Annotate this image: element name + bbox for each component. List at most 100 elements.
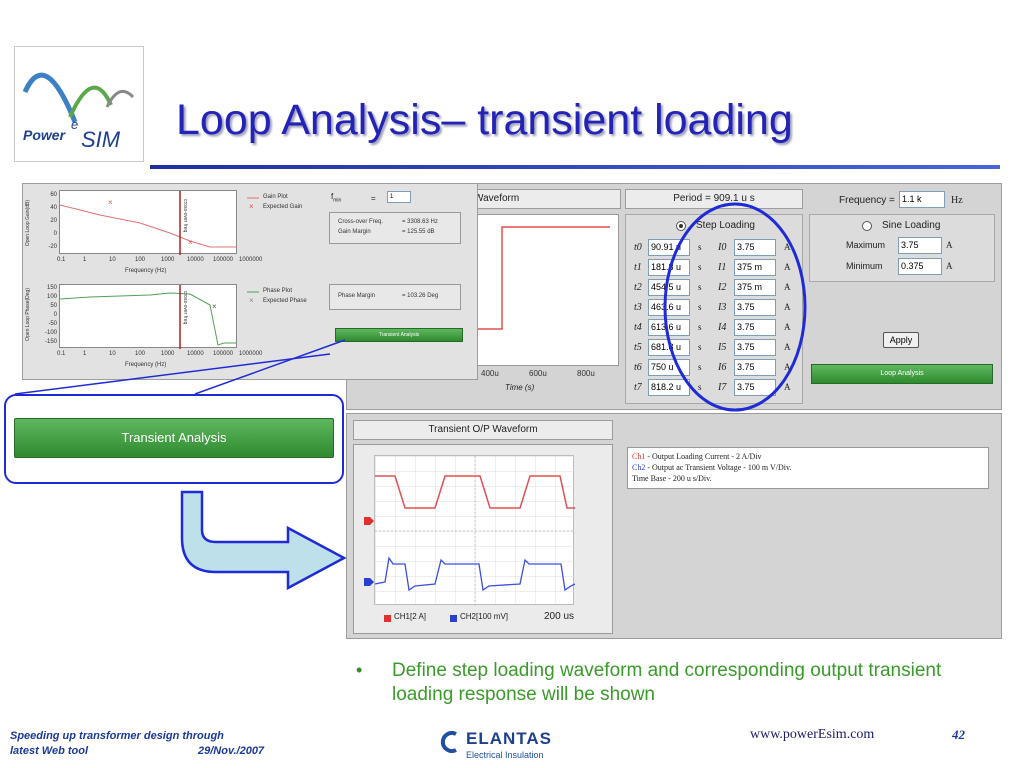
step-current-input[interactable]: 375 m (734, 259, 776, 276)
phase-x-tick: 100 (135, 351, 146, 357)
phase-x-tick: 10 (109, 351, 116, 357)
gain-y-tick: -20 (48, 244, 57, 250)
step-current-input[interactable]: 3.75 (734, 339, 776, 356)
input-waveform-title: Waveform (471, 189, 621, 209)
transient-analysis-button-zoom[interactable]: Transient Analysis (14, 418, 334, 458)
input-x-tick-0: 400u (481, 369, 499, 378)
title-rule (150, 165, 1000, 169)
minimum-unit: A (946, 261, 953, 271)
curved-arrow-icon (180, 490, 347, 590)
step-current-input[interactable]: 3.75 (734, 239, 776, 256)
gain-x-tick: 0.1 (57, 257, 66, 263)
footer-date: 29/Nov./2007 (198, 745, 265, 757)
ch1-info: Ch1 - Output Loading Current - 2 A/Div (632, 452, 762, 461)
step-current-input[interactable]: 3.75 (734, 379, 776, 396)
step-current-label: I3 (718, 302, 727, 313)
bode-plot-window: Open Loop Gain(dB) × × cross-over freq 6… (22, 183, 478, 380)
frequency-input[interactable]: 1.1 k (899, 191, 945, 208)
logo-power-text: Power (23, 127, 66, 143)
gain-x-tick: 1000000 (239, 257, 263, 263)
step-current-unit: A (784, 322, 791, 332)
gain-margin-label: Gain Margin (338, 229, 371, 235)
step-time-label: t0 (634, 242, 642, 253)
phase-x-tick: 1000000 (239, 351, 263, 357)
loop-analysis-button[interactable]: Loop Analysis (811, 364, 993, 384)
step-time-label: t5 (634, 342, 642, 353)
scope-frame: CH1[2 A] CH2[100 mV] 200 us (353, 444, 613, 634)
step-time-unit: s (698, 302, 702, 312)
frequency-row: Frequency = 1.1 k Hz (809, 189, 999, 211)
step-loading-radio[interactable] (676, 221, 686, 231)
transient-output-panel: Transient O/P Waveform CH1[2 A] CH2[100 … (346, 413, 1002, 639)
phase-x-label: Frequency (Hz) (125, 362, 167, 368)
footer-brand-sub: Electrical Insulation (466, 750, 544, 760)
fmin-label: fmin (331, 192, 342, 204)
step-time-label: t7 (634, 382, 642, 393)
transient-analysis-small-button[interactable]: Transient Analysis (335, 328, 463, 342)
step-time-unit: s (698, 282, 702, 292)
minimum-input[interactable]: 0.375 (898, 258, 942, 275)
step-current-label: I7 (718, 382, 727, 393)
timebase-info: Time Base - 200 u s/Div. (632, 474, 712, 483)
gain-x-tick: 10 (109, 257, 116, 263)
step-current-unit: A (784, 342, 791, 352)
scope-traces (374, 456, 576, 606)
frequency-label: Frequency = (839, 195, 895, 206)
step-current-input[interactable]: 3.75 (734, 299, 776, 316)
gain-y-tick: 20 (50, 218, 57, 224)
maximum-unit: A (946, 240, 953, 250)
phase-legend-expected: Expected Phase (263, 298, 307, 304)
svg-text:×: × (108, 198, 113, 207)
step-current-label: I6 (718, 362, 727, 373)
frequency-unit: Hz (951, 195, 963, 206)
step-time-input[interactable]: 818.2 u (648, 379, 690, 396)
svg-text:×: × (188, 238, 193, 247)
phase-y-tick: 100 (46, 294, 57, 300)
phase-y-tick: 150 (46, 285, 57, 291)
fmin-equals: = (371, 194, 376, 203)
step-current-input[interactable]: 3.75 (734, 359, 776, 376)
phase-y-tick: -150 (44, 339, 57, 345)
step-time-label: t2 (634, 282, 642, 293)
phase-x-tick: 100000 (213, 351, 234, 357)
sine-loading-radio[interactable] (862, 221, 872, 231)
gain-x-tick: 1000 (161, 257, 175, 263)
powerEsim-logo: Power e SIM (14, 46, 144, 162)
phase-crossover-text: cross-over freq (182, 291, 188, 325)
legend-ch2-swatch (450, 615, 457, 622)
phase-y-tick: -100 (44, 330, 57, 336)
svg-text:×: × (249, 202, 254, 211)
step-current-unit: A (784, 362, 791, 372)
phase-x-tick: 1 (83, 351, 87, 357)
step-time-label: t4 (634, 322, 642, 333)
step-current-unit: A (784, 242, 791, 252)
gain-crossover-text: cross-over freq (182, 199, 188, 233)
scope-screen (374, 455, 576, 606)
phase-margin-value: = 103.26 Deg (402, 293, 439, 299)
bullet-dot: • (356, 660, 363, 680)
callout-box: Transient Analysis (4, 394, 344, 484)
step-current-unit: A (784, 302, 791, 312)
phase-y-tick: 0 (53, 312, 57, 318)
maximum-input[interactable]: 3.75 (898, 237, 942, 254)
footer-tagline-2: latest Web tool (10, 745, 89, 757)
apply-button[interactable]: Apply (883, 332, 919, 348)
step-current-label: I1 (718, 262, 727, 273)
fmin-input[interactable]: 1 (387, 191, 411, 203)
footer-tagline-1: Speeding up transformer design through (10, 730, 224, 742)
elantas-logo-icon (440, 731, 457, 753)
crossover-info-box: Cross-over Freq. = 3308.63 Hz Gain Margi… (329, 212, 461, 244)
gain-margin-value: = 125.55 dB (402, 229, 435, 235)
sine-loading-label: Sine Loading (882, 220, 941, 231)
step-current-input[interactable]: 3.75 (734, 319, 776, 336)
input-x-label: Time (s) (505, 383, 535, 392)
crossover-freq-value: = 3308.63 Hz (402, 219, 438, 225)
step-current-unit: A (784, 262, 791, 272)
step-current-input[interactable]: 375 m (734, 279, 776, 296)
step-loading-label: Step Loading (696, 220, 755, 231)
phase-margin-box: Phase Margin = 103.26 Deg (329, 284, 461, 310)
legend-ch1: CH1[2 A] (394, 612, 427, 621)
footer-url[interactable]: www.powerEsim.com (750, 727, 875, 742)
ch2-info: Ch2 - Output ac Transient Voltage - 100 … (632, 463, 792, 472)
